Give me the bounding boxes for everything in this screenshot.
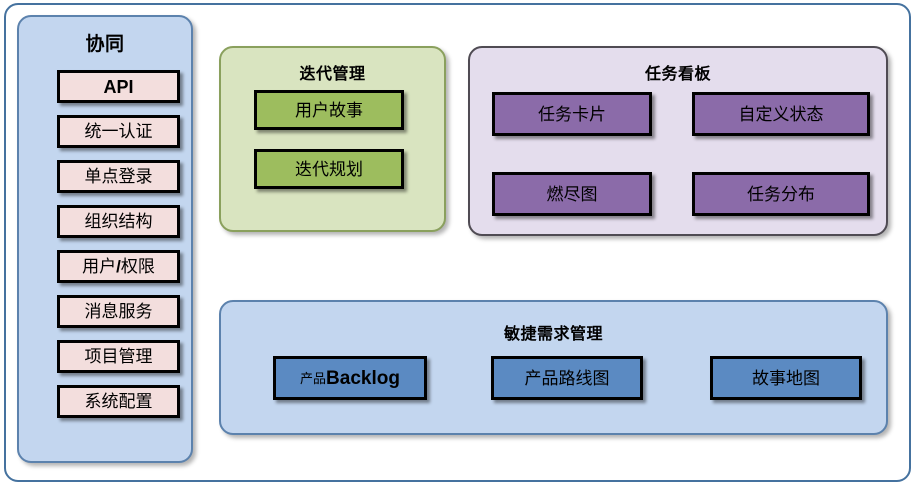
taskboard-item-task-card-label: 任务卡片 <box>538 104 606 124</box>
taskboard-item-custom-status[interactable]: 自定义状态 <box>692 92 870 136</box>
panel-task-board[interactable]: 任务看板 任务卡片 自定义状态 燃尽图 任务分布 <box>468 46 888 236</box>
iteration-item-iteration-planning[interactable]: 迭代规划 <box>254 149 404 189</box>
collab-item-project-management[interactable]: 项目管理 <box>57 340 180 373</box>
panel-iteration-title: 迭代管理 <box>299 66 366 83</box>
panel-iteration-management[interactable]: 迭代管理 用户故事 迭代规划 <box>219 46 446 232</box>
panel-collaboration[interactable]: 协同 API 统一认证 单点登录 组织结构 用户/权限 消息服务 项目管理 系统… <box>17 15 193 463</box>
collab-item-api[interactable]: API <box>57 70 180 103</box>
panel-agile-title: 敏捷需求管理 <box>503 326 603 343</box>
agile-item-product-backlog-cjk: 产品 <box>300 370 327 386</box>
collab-item-user-permission-slash: / <box>116 257 121 276</box>
agile-item-product-roadmap[interactable]: 产品路线图 <box>491 356 643 400</box>
collab-item-user-permission[interactable]: 用户/权限 <box>57 250 180 283</box>
taskboard-item-burndown-chart-label: 燃尽图 <box>546 184 598 204</box>
agile-item-story-map-label: 故事地图 <box>752 368 820 388</box>
iteration-item-user-story-label: 用户故事 <box>295 100 363 120</box>
panel-collaboration-title: 协同 <box>85 34 125 55</box>
collab-item-sso-label: 单点登录 <box>84 167 153 186</box>
collab-item-unified-auth[interactable]: 统一认证 <box>57 115 180 148</box>
collab-item-sso[interactable]: 单点登录 <box>57 160 180 193</box>
taskboard-item-burndown-chart[interactable]: 燃尽图 <box>492 172 652 216</box>
agile-item-product-roadmap-label: 产品路线图 <box>524 368 610 388</box>
collab-item-message-service-label: 消息服务 <box>84 302 153 321</box>
collab-item-system-config[interactable]: 系统配置 <box>57 385 180 418</box>
collab-item-system-config-label: 系统配置 <box>84 392 153 411</box>
taskboard-item-custom-status-label: 自定义状态 <box>738 104 824 124</box>
collab-item-user-permission-p3: 权限 <box>120 257 155 276</box>
taskboard-item-task-card[interactable]: 任务卡片 <box>492 92 652 136</box>
taskboard-item-task-distribution-label: 任务分布 <box>747 184 815 204</box>
iteration-item-user-story[interactable]: 用户故事 <box>254 90 404 130</box>
agile-item-story-map[interactable]: 故事地图 <box>710 356 862 400</box>
taskboard-item-task-distribution[interactable]: 任务分布 <box>692 172 870 216</box>
iteration-item-iteration-planning-label: 迭代规划 <box>295 159 363 179</box>
outer-frame <box>4 3 911 482</box>
agile-item-product-backlog-latin: Backlog <box>326 367 400 389</box>
collab-item-user-permission-p1: 用户 <box>82 257 117 276</box>
collab-item-project-management-label: 项目管理 <box>84 347 153 366</box>
collab-item-api-label: API <box>103 76 134 97</box>
panel-task-board-title: 任务看板 <box>644 66 711 83</box>
collab-item-org-structure-label: 组织结构 <box>84 212 153 231</box>
collab-item-org-structure[interactable]: 组织结构 <box>57 205 180 238</box>
collab-item-message-service[interactable]: 消息服务 <box>57 295 180 328</box>
collab-item-unified-auth-label: 统一认证 <box>84 122 153 141</box>
